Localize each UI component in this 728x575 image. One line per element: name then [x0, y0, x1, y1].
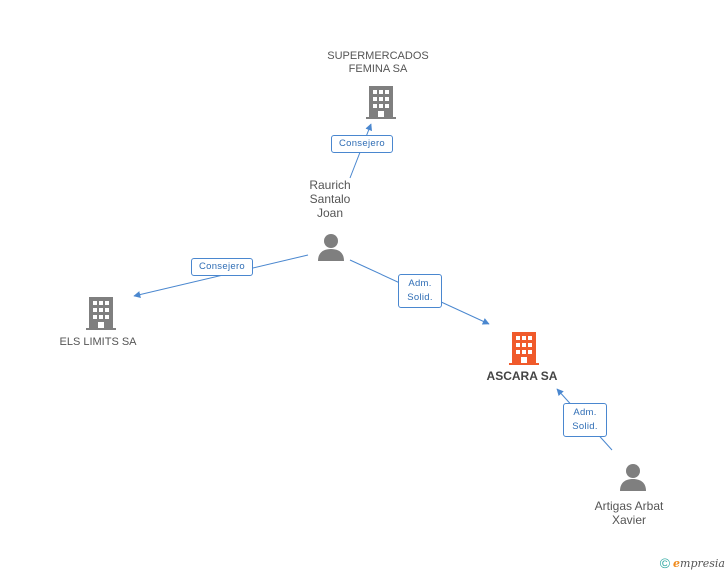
- empresia-watermark: ©empresia: [660, 555, 725, 571]
- edge-label-consejero[interactable]: Consejero: [191, 258, 253, 276]
- building-icon[interactable]: [365, 84, 397, 120]
- els-limits-label: ELS LIMITS SA: [59, 336, 137, 348]
- edge-label-line2: Solid.: [572, 421, 598, 432]
- edge-label-line2: Solid.: [407, 292, 433, 303]
- edge-label-line1: Adm.: [408, 278, 432, 289]
- person-icon[interactable]: [618, 462, 648, 492]
- supermercados-label-line2: FEMINA SA: [348, 63, 408, 75]
- edge-label-consejero[interactable]: Consejero: [331, 135, 393, 153]
- edge-label-line1: Adm.: [573, 407, 597, 418]
- building-icon[interactable]: [85, 295, 117, 331]
- artigas-label-line1: Artigas Arbat: [594, 499, 664, 513]
- brand-e: e: [673, 557, 681, 570]
- raurich-label-line1: Raurich: [309, 178, 351, 192]
- raurich-label-line3: Joan: [316, 206, 344, 220]
- supermercados-label: SUPERMERCADOS FEMINA SA: [313, 50, 443, 76]
- edge-label-adm-solid[interactable]: Adm. Solid.: [563, 403, 607, 437]
- brand-name: mpresia: [680, 557, 725, 570]
- building-icon[interactable]: [508, 330, 540, 366]
- artigas-label-line2: Xavier: [611, 513, 646, 527]
- copyright-symbol: ©: [659, 555, 671, 571]
- person-icon[interactable]: [316, 232, 346, 262]
- edge-label-adm-solid[interactable]: Adm. Solid.: [398, 274, 442, 308]
- artigas-label: Artigas Arbat Xavier: [584, 499, 674, 527]
- raurich-label-line2: Santalo: [309, 192, 351, 206]
- supermercados-label-line1: SUPERMERCADOS: [327, 50, 429, 62]
- raurich-label: Raurich Santalo Joan: [290, 178, 370, 220]
- ascara-label: ASCARA SA: [486, 369, 558, 383]
